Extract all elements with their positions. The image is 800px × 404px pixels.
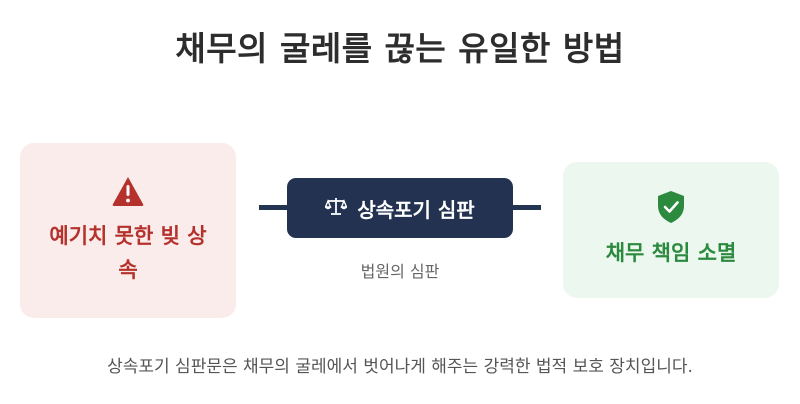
renunciation-judgment-badge: 상속포기 심판 bbox=[287, 178, 513, 238]
inherited-debt-label: 예기치 못한 빚 상속 bbox=[49, 223, 207, 282]
debt-extinguished-card: 채무 책임 소멸 bbox=[563, 162, 779, 298]
renunciation-judgment-label: 상속포기 심판 bbox=[357, 197, 475, 222]
left-connector-line bbox=[259, 205, 291, 210]
warning-triangle-icon bbox=[111, 175, 145, 211]
scale-icon bbox=[324, 196, 357, 221]
court-judgment-caption: 법원의 심판 bbox=[360, 262, 440, 281]
shield-check-icon bbox=[657, 190, 685, 228]
inherited-debt-card: 예기치 못한 빚 상속 bbox=[20, 143, 236, 318]
debt-extinguished-label: 채무 책임 소멸 bbox=[605, 241, 737, 265]
page-title: 채무의 굴레를 끊는 유일한 방법 bbox=[175, 29, 625, 68]
footer-note: 상속포기 심판문은 채무의 굴레에서 벗어나게 해주는 강력한 법적 보호 장치… bbox=[107, 357, 693, 377]
right-connector-line bbox=[511, 205, 541, 210]
